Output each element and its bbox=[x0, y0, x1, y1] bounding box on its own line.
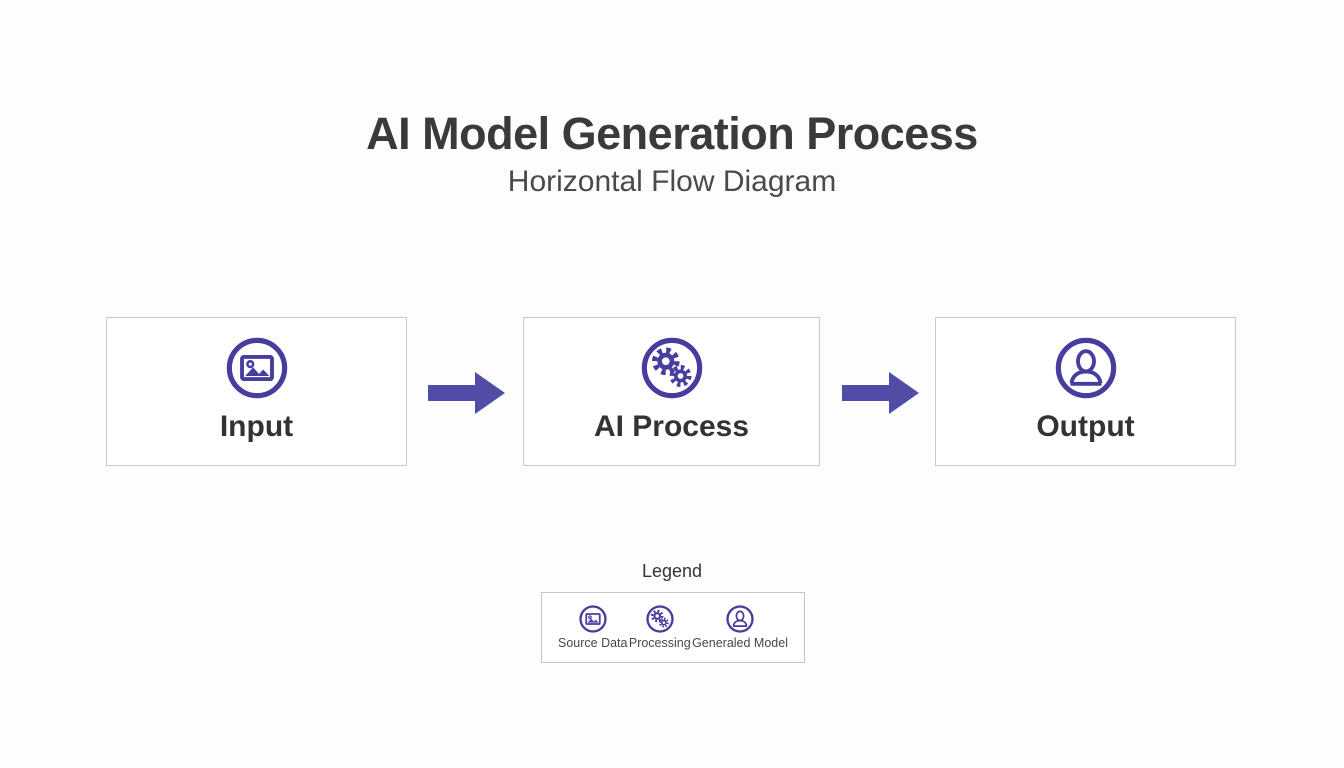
flow-node-label: Input bbox=[219, 410, 294, 443]
flow-node-label: AI Process bbox=[593, 410, 750, 443]
legend-item-generated-model: Generaled Model bbox=[692, 605, 788, 651]
gears-icon bbox=[641, 337, 703, 399]
flow-node-ai-process: AI Process bbox=[523, 317, 820, 466]
image-icon bbox=[579, 605, 607, 633]
flow-node-input: Input bbox=[106, 317, 407, 466]
legend-item-source-data: Source Data bbox=[558, 605, 627, 651]
gears-icon bbox=[646, 605, 674, 633]
page-subtitle: Horizontal Flow Diagram bbox=[507, 165, 837, 198]
legend-item-processing: Processing bbox=[629, 605, 691, 651]
right-arrow-icon bbox=[842, 372, 919, 414]
person-icon bbox=[1055, 337, 1117, 399]
flow-node-label: Output bbox=[1036, 410, 1135, 443]
flow-node-output: Output bbox=[935, 317, 1236, 466]
legend-box: Source Data Processing Generaled Model bbox=[541, 592, 805, 663]
legend-item-label: Processing bbox=[628, 635, 691, 650]
legend-item-label: Generaled Model bbox=[692, 635, 788, 650]
image-icon bbox=[226, 337, 288, 399]
legend-title: Legend bbox=[641, 561, 703, 581]
right-arrow-icon bbox=[428, 372, 505, 414]
page-title: AI Model Generation Process bbox=[366, 108, 978, 159]
person-icon bbox=[726, 605, 754, 633]
legend-item-label: Source Data bbox=[558, 635, 628, 650]
